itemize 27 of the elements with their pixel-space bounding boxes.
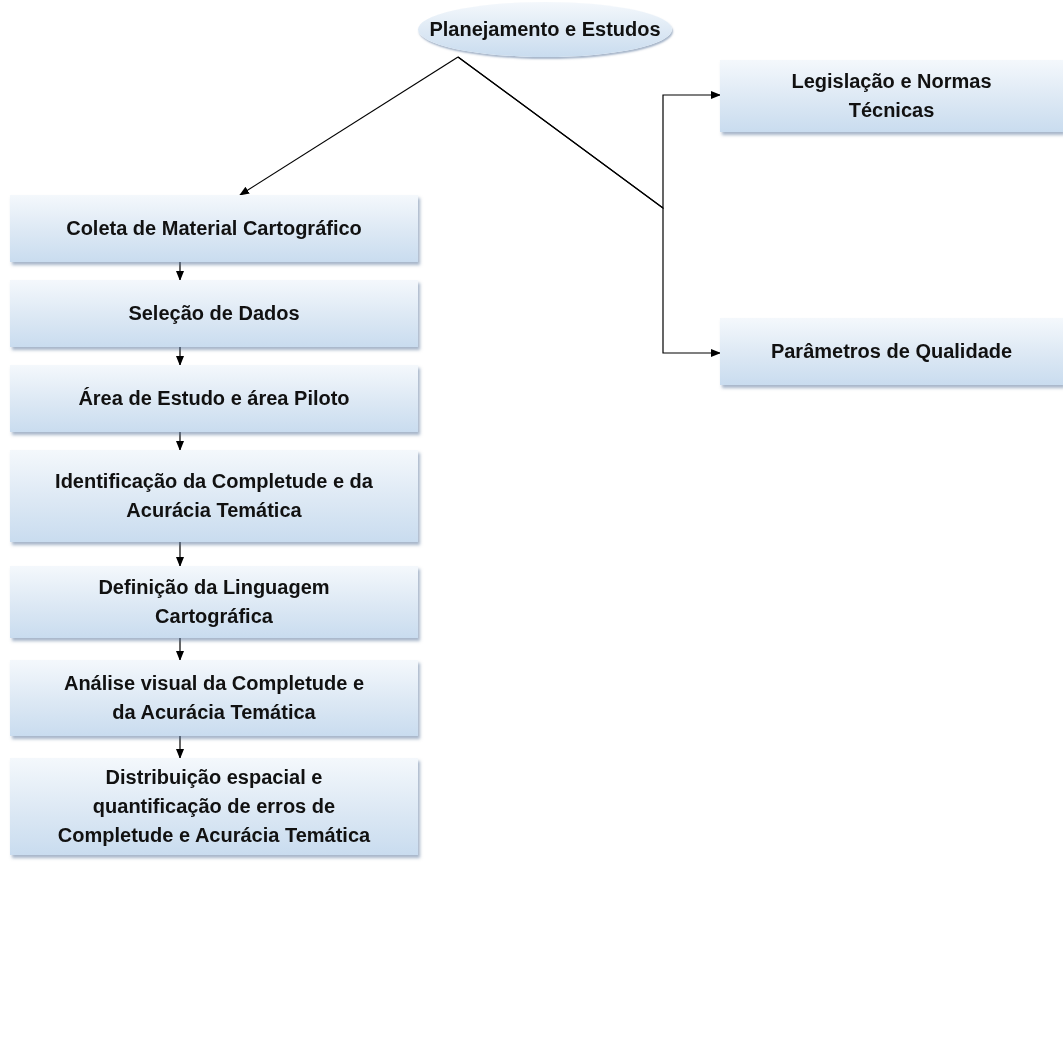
process-box xyxy=(720,60,1063,132)
node-label: Parâmetros de Qualidade xyxy=(770,339,1013,364)
node-label: Legislação e Normas Técnicas xyxy=(790,69,993,123)
node-label: Distribuição espacial e quantificação de erros de Completude e Acurácia Temática xyxy=(56,765,372,848)
node-label: Área de Estudo e área Piloto xyxy=(78,386,350,411)
process-box xyxy=(10,450,418,542)
arrow xyxy=(176,637,184,661)
process-box xyxy=(10,566,418,638)
arrow xyxy=(176,735,184,759)
process-box xyxy=(10,660,418,736)
process-box xyxy=(10,195,418,262)
process-box xyxy=(10,758,418,855)
process-box xyxy=(720,318,1063,385)
arrow xyxy=(457,56,721,357)
node-label: Identificação da Completude e da Acurácia Temática xyxy=(54,469,374,523)
node-label: Coleta de Material Cartográfico xyxy=(66,216,362,241)
node-label: Seleção de Dados xyxy=(128,301,300,326)
node-label: Definição da Linguagem Cartográfica xyxy=(97,575,331,629)
arrow xyxy=(176,261,184,281)
arrow xyxy=(176,541,184,567)
process-box xyxy=(10,280,418,347)
arrow xyxy=(239,56,459,196)
arrow xyxy=(176,431,184,451)
node-label: Análise visual da Completude e da Acurácia Temática xyxy=(62,671,366,725)
process-box xyxy=(10,365,418,432)
node-label: Planejamento e Estudos xyxy=(429,17,661,42)
arrow xyxy=(176,346,184,366)
